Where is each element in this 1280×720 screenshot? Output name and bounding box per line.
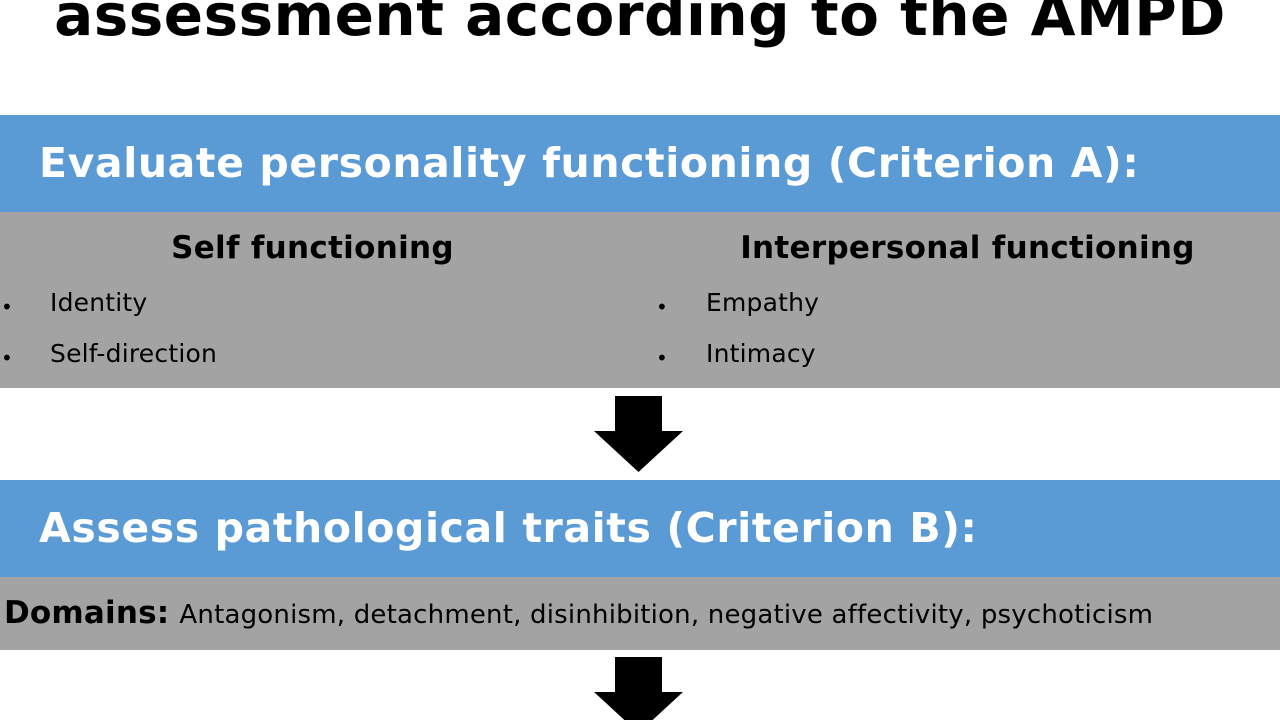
domains-line: Domains: Antagonism, detachment, disinhib…	[4, 595, 1153, 631]
criterion-a-body	[0, 212, 1280, 388]
list-item-empathy: Empathy	[706, 288, 820, 317]
list-item-self-direction: Self-direction	[50, 339, 218, 368]
list-item-intimacy: Intimacy	[706, 339, 816, 368]
criterion-a-header: Evaluate personality functioning (Criter…	[0, 115, 1280, 212]
slide-title: assessment according to the AMPD	[54, 0, 1226, 49]
criterion-b-header: Assess pathological traits (Criterion B)…	[0, 480, 1280, 577]
domains-text: Antagonism, detachment, disinhibition, n…	[179, 600, 1154, 630]
interpersonal-functioning-heading: Interpersonal functioning	[740, 230, 1195, 266]
criterion-a-heading: Evaluate personality functioning (Criter…	[39, 139, 1140, 187]
list-item-identity: Identity	[50, 288, 148, 317]
bullet-icon: •	[1, 346, 13, 370]
bullet-icon: •	[656, 295, 668, 319]
self-functioning-heading: Self functioning	[171, 230, 454, 266]
criterion-b-body	[0, 577, 1280, 650]
arrow-down-icon	[594, 396, 683, 472]
bullet-icon: •	[656, 346, 668, 370]
domains-label: Domains:	[4, 595, 170, 631]
criterion-b-heading: Assess pathological traits (Criterion B)…	[39, 504, 978, 552]
bullet-icon: •	[1, 295, 13, 319]
arrow-down-icon	[594, 657, 683, 720]
